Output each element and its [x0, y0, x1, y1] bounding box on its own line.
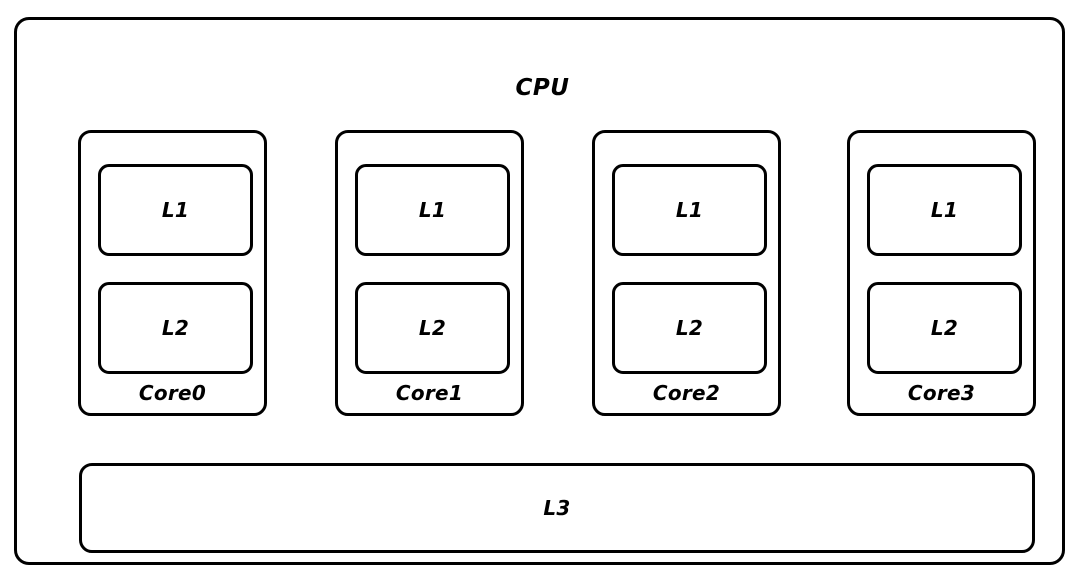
- l3-cache-label: L3: [543, 496, 571, 520]
- core-2-l1-cache-label: L1: [675, 198, 704, 222]
- core-0-l1-cache-box: L1: [98, 164, 253, 256]
- core-box-2: L1 L2 Core2: [592, 130, 781, 416]
- core-1-l2-cache-label: L2: [418, 316, 447, 340]
- core-0-label: Core0: [138, 381, 207, 405]
- core-1-l2-cache-box: L2: [355, 282, 510, 374]
- core-0-l2-cache-label: L2: [161, 316, 190, 340]
- core-2-l2-cache-label: L2: [675, 316, 704, 340]
- core-3-l2-cache-label: L2: [930, 316, 959, 340]
- core-2-l2-cache-box: L2: [612, 282, 767, 374]
- core-box-1: L1 L2 Core1: [335, 130, 524, 416]
- l3-cache-box: L3: [79, 463, 1035, 553]
- core-3-l1-cache-box: L1: [867, 164, 1022, 256]
- core-box-0: L1 L2 Core0: [78, 130, 267, 416]
- core-3-label: Core3: [907, 381, 976, 405]
- core-box-3: L1 L2 Core3: [847, 130, 1036, 416]
- cpu-title-label: CPU: [515, 75, 570, 101]
- core-3-l2-cache-box: L2: [867, 282, 1022, 374]
- core-2-l1-cache-box: L1: [612, 164, 767, 256]
- core-1-l1-cache-label: L1: [418, 198, 447, 222]
- core-0-l2-cache-box: L2: [98, 282, 253, 374]
- core-3-l1-cache-label: L1: [930, 198, 959, 222]
- core-2-label: Core2: [652, 381, 721, 405]
- cpu-package-box: CPU L1 L2 Core0 L1 L2 Core1 L1: [14, 17, 1065, 565]
- core-1-label: Core1: [395, 381, 464, 405]
- core-0-l1-cache-label: L1: [161, 198, 190, 222]
- core-1-l1-cache-box: L1: [355, 164, 510, 256]
